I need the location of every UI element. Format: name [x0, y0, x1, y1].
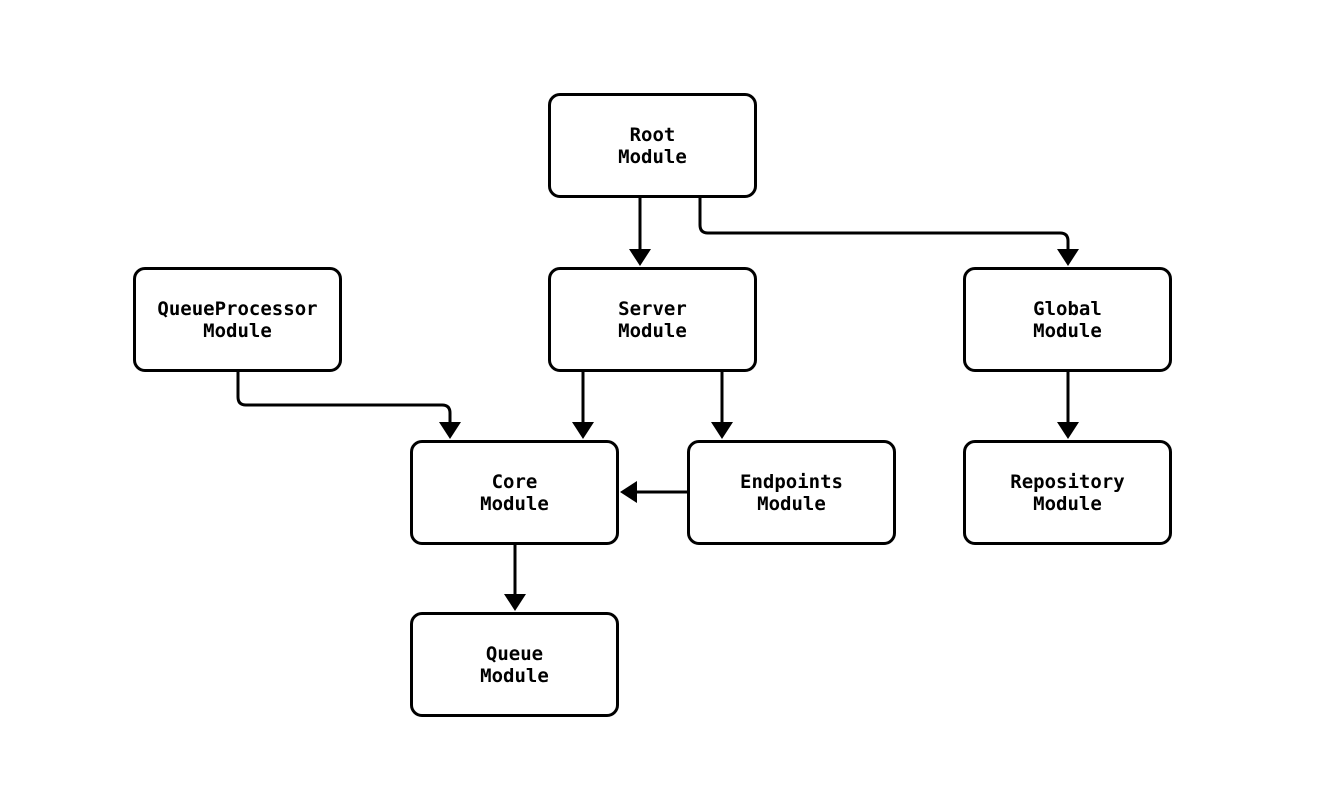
- arrowhead-down-icon: [629, 249, 651, 266]
- node-queueprocessor-module: QueueProcessor Module: [133, 267, 342, 372]
- node-label-line2: Module: [757, 492, 826, 515]
- arrowhead-down-icon: [504, 594, 526, 611]
- edge-queueprocessor-to-core: [236, 370, 461, 439]
- node-label-line2: Module: [1033, 319, 1102, 342]
- node-label-line2: Module: [480, 664, 549, 687]
- arrowhead-down-icon: [711, 422, 733, 439]
- node-label-line1: Global: [1033, 297, 1102, 320]
- node-label-line2: Module: [618, 145, 687, 168]
- edge-core-to-queue: [504, 543, 526, 611]
- node-endpoints-module: Endpoints Module: [687, 440, 896, 545]
- arrowhead-down-icon: [439, 422, 461, 439]
- node-label-line1: Endpoints: [740, 470, 843, 493]
- edge-global-to-repository: [1057, 370, 1079, 439]
- edge-server-to-core: [572, 370, 594, 439]
- edge-endpoints-to-core: [620, 481, 689, 503]
- node-label-line1: QueueProcessor: [157, 297, 318, 320]
- node-label-line1: Server: [618, 297, 687, 320]
- edge-server-to-endpoints: [711, 370, 733, 439]
- arrowhead-down-icon: [1057, 422, 1079, 439]
- arrowhead-down-icon: [572, 422, 594, 439]
- node-queue-module: Queue Module: [410, 612, 619, 717]
- edge-root-to-global: [698, 196, 1079, 266]
- node-label-line1: Root: [629, 123, 676, 146]
- node-repository-module: Repository Module: [963, 440, 1172, 545]
- node-label-line2: Module: [203, 319, 272, 342]
- node-server-module: Server Module: [548, 267, 757, 372]
- node-label-line2: Module: [1033, 492, 1102, 515]
- node-label-line2: Module: [480, 492, 549, 515]
- arrowhead-left-icon: [620, 481, 637, 503]
- node-label-line1: Core: [491, 470, 538, 493]
- node-core-module: Core Module: [410, 440, 619, 545]
- node-label-line1: Repository: [1010, 470, 1125, 493]
- node-root-module: Root Module: [548, 93, 757, 198]
- node-label-line1: Queue: [485, 642, 544, 665]
- node-label-line2: Module: [618, 319, 687, 342]
- node-global-module: Global Module: [963, 267, 1172, 372]
- edge-root-to-server: [629, 196, 651, 266]
- arrowhead-down-icon: [1057, 249, 1079, 266]
